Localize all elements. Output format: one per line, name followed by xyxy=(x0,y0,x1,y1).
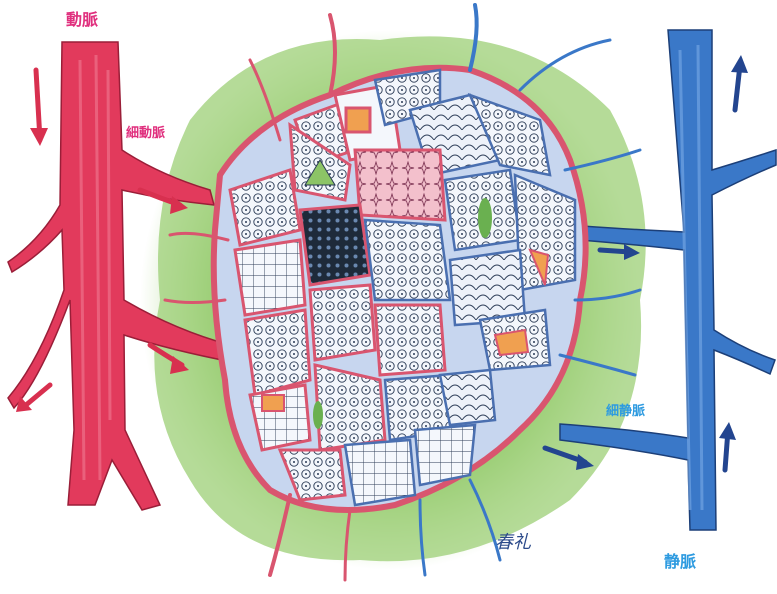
arteriole-label: 細動脈 xyxy=(126,122,165,141)
arrow-icon xyxy=(719,422,736,440)
arrow-icon xyxy=(30,128,48,146)
artist-signature: 春礼 xyxy=(495,528,531,554)
arrow-icon xyxy=(731,55,748,73)
vein-label: 静脈 xyxy=(664,548,696,572)
venule-label: 細静脈 xyxy=(606,400,645,419)
artery-label: 動脈 xyxy=(66,6,98,30)
